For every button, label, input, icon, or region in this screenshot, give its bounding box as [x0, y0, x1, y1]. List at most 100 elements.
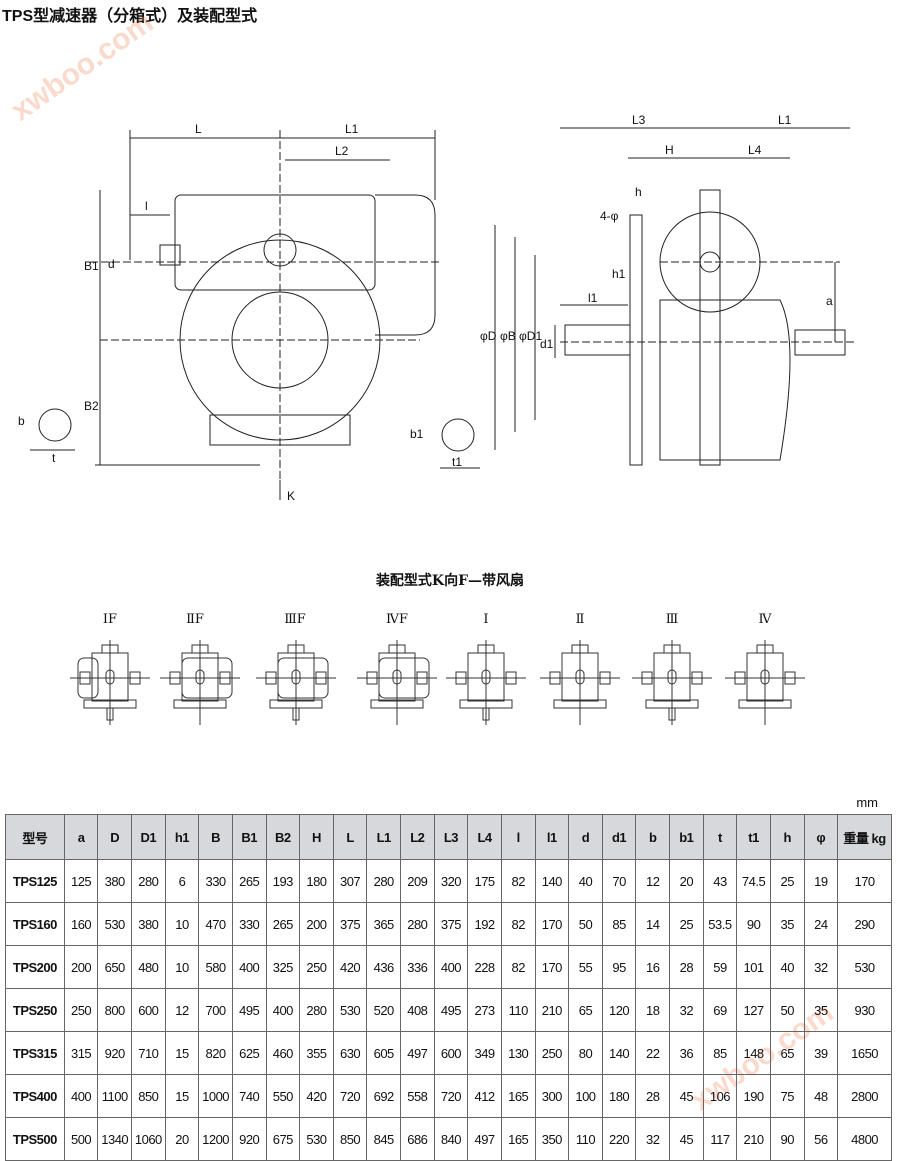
value-cell: 315 [63, 1031, 99, 1075]
value-cell: 82 [500, 859, 536, 903]
value-cell: 12 [635, 859, 671, 903]
dim-d1: d1 [540, 337, 554, 351]
value-cell: 265 [231, 859, 267, 903]
value-cell: 580 [198, 945, 233, 989]
value-cell: 300 [534, 1074, 570, 1118]
value-cell: 400 [231, 945, 267, 989]
value-cell: 280 [400, 902, 435, 946]
value-cell: 650 [97, 945, 133, 989]
value-cell: 530 [97, 902, 133, 946]
dim-L3: L3 [632, 113, 646, 127]
assembly-diagram [540, 640, 620, 725]
value-cell: 209 [400, 859, 435, 903]
value-cell: 6 [164, 859, 200, 903]
value-cell: 10 [164, 945, 200, 989]
model-cell: TPS500 [5, 1117, 65, 1161]
value-cell: 350 [534, 1117, 570, 1161]
assembly-diagram [256, 640, 336, 725]
view-K: K [287, 489, 295, 503]
column-header: B2 [265, 814, 301, 860]
value-cell: 35 [803, 988, 839, 1032]
dim-phiB: φB [500, 329, 516, 343]
value-cell: 200 [63, 945, 99, 989]
value-cell: 630 [332, 1031, 368, 1075]
value-cell: 250 [299, 945, 334, 989]
value-cell: 28 [669, 945, 704, 989]
value-cell: 470 [198, 902, 233, 946]
value-cell: 420 [299, 1074, 334, 1118]
value-cell: 20 [669, 859, 704, 903]
dim-phiD: φD [480, 329, 497, 343]
value-cell: 50 [568, 902, 603, 946]
value-cell: 495 [433, 988, 469, 1032]
column-header: a [63, 814, 99, 860]
value-cell: 101 [736, 945, 771, 989]
value-cell: 710 [131, 1031, 166, 1075]
dim-phiD1: φD1 [519, 329, 542, 343]
value-cell: 375 [332, 902, 368, 946]
dim-l: l [145, 199, 148, 213]
column-header: L2 [400, 814, 435, 860]
column-header: d1 [601, 814, 637, 860]
value-cell: 850 [131, 1074, 166, 1118]
value-cell: 40 [568, 859, 603, 903]
model-cell: TPS315 [5, 1031, 65, 1075]
value-cell: 320 [433, 859, 469, 903]
value-cell: 110 [500, 988, 536, 1032]
value-cell: 82 [500, 902, 536, 946]
assembly-diagram [725, 640, 805, 725]
assembly-diagram [70, 640, 150, 725]
column-header: H [299, 814, 334, 860]
value-cell: 1340 [97, 1117, 133, 1161]
value-cell: 330 [198, 859, 233, 903]
value-cell: 250 [63, 988, 99, 1032]
dim-l1: l1 [588, 291, 598, 305]
dim-B1: B1 [84, 259, 99, 273]
value-cell: 43 [702, 859, 738, 903]
column-header: L1 [366, 814, 402, 860]
model-cell: TPS250 [5, 988, 65, 1032]
dim-H: H [665, 143, 674, 157]
value-cell: 117 [702, 1117, 738, 1161]
value-cell: 400 [63, 1074, 99, 1118]
column-header: D1 [131, 814, 166, 860]
value-cell: 850 [332, 1117, 368, 1161]
value-cell: 336 [400, 945, 435, 989]
value-cell: 1060 [131, 1117, 166, 1161]
value-cell: 436 [366, 945, 402, 989]
value-cell: 45 [669, 1074, 704, 1118]
dim-B2: B2 [84, 399, 99, 413]
value-cell: 106 [702, 1074, 738, 1118]
value-cell: 165 [500, 1074, 536, 1118]
dim-h: h [635, 185, 642, 199]
value-cell: 307 [332, 859, 368, 903]
value-cell: 140 [601, 1031, 637, 1075]
value-cell: 12 [164, 988, 200, 1032]
value-cell: 280 [366, 859, 402, 903]
value-cell: 349 [467, 1031, 502, 1075]
assembly-label: Ⅱ [575, 612, 585, 627]
value-cell: 170 [534, 902, 570, 946]
value-cell: 170 [534, 945, 570, 989]
dim-t: t [52, 451, 56, 465]
value-cell: 210 [534, 988, 570, 1032]
value-cell: 800 [97, 988, 133, 1032]
column-header: L [332, 814, 368, 860]
value-cell: 180 [601, 1074, 637, 1118]
value-cell: 56 [803, 1117, 839, 1161]
dim-L1: L1 [345, 122, 359, 136]
dim-b1: b1 [410, 427, 424, 441]
value-cell: 15 [164, 1074, 200, 1118]
value-cell: 75 [769, 1074, 805, 1118]
value-cell: 15 [164, 1031, 200, 1075]
value-cell: 90 [736, 902, 771, 946]
value-cell: 200 [299, 902, 334, 946]
value-cell: 273 [467, 988, 502, 1032]
value-cell: 45 [669, 1117, 704, 1161]
value-cell: 2800 [837, 1074, 892, 1118]
